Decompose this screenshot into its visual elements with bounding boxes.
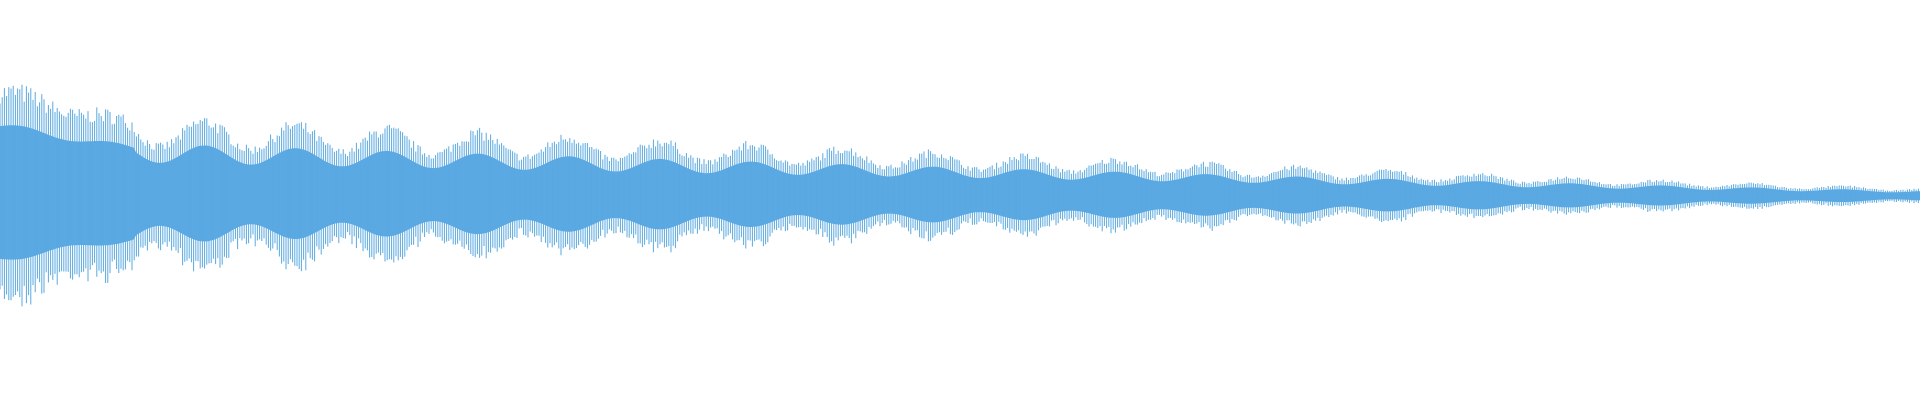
- waveform-sample-lines: [0, 84, 1919, 307]
